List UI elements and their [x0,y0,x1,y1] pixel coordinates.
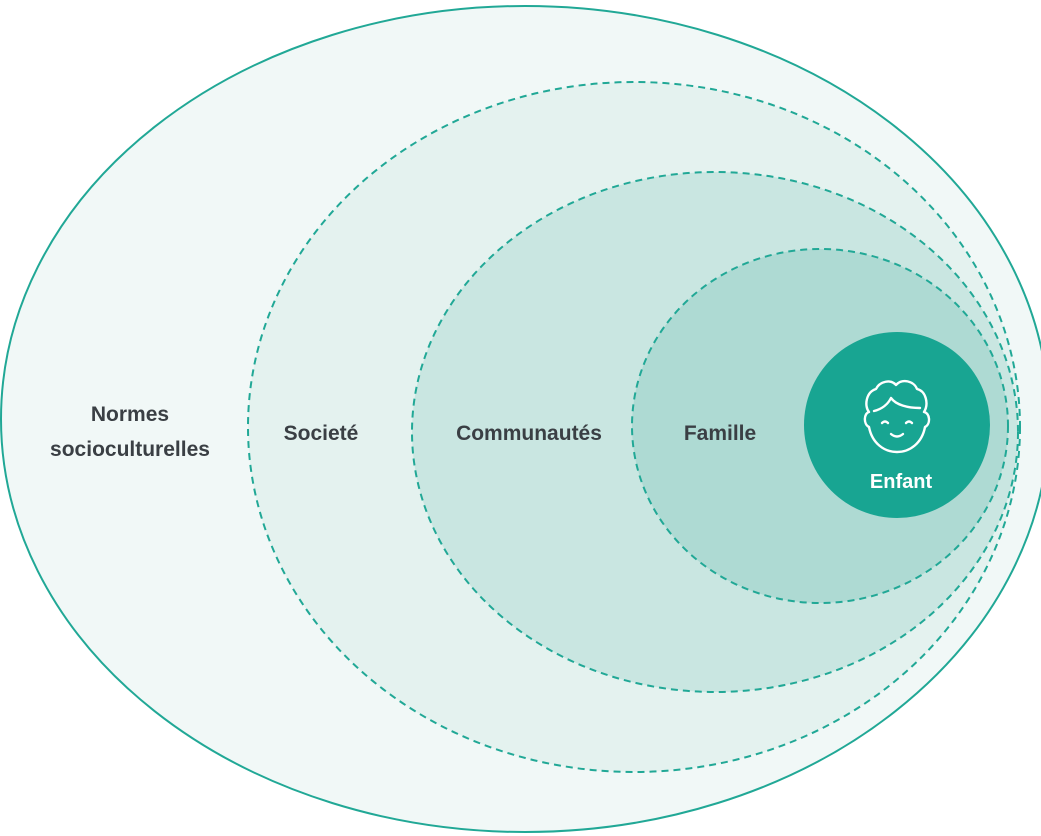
label-enfant: Enfant [870,471,933,493]
label-normes-line1: Normes [91,403,169,426]
label-societe: Societé [284,422,359,445]
label-normes-line2: socioculturelles [50,438,210,461]
label-famille: Famille [684,422,756,445]
child-face-icon [863,379,931,454]
label-communautes: Communautés [456,422,602,445]
center-enfant-circle [804,332,990,518]
